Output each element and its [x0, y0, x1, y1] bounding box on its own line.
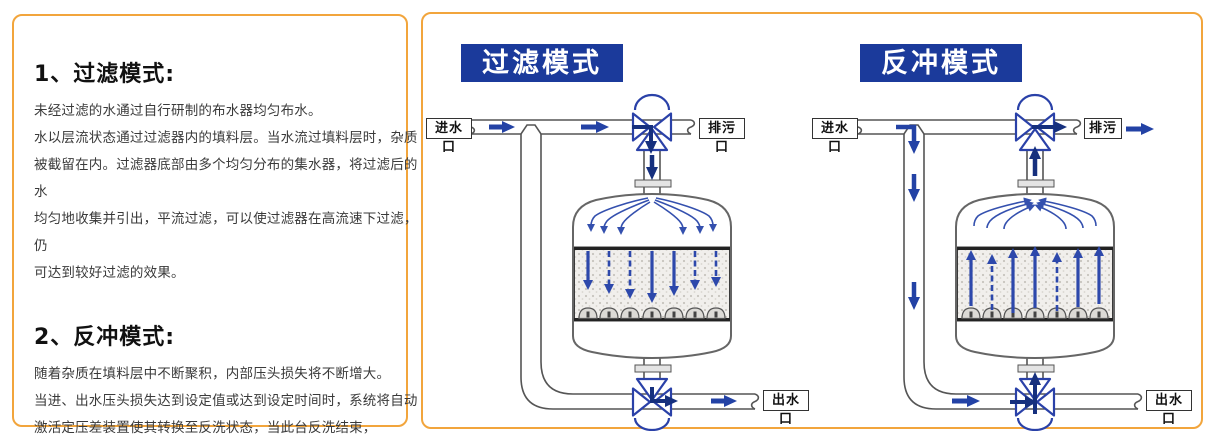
- outlet-label: 出水口: [763, 390, 809, 427]
- three-way-valve-top-icon: [1014, 93, 1056, 152]
- backwash-mode-diagram: 反冲模式 进水口 排污 出水口: [806, 14, 1197, 431]
- inlet-label: 进水口: [812, 118, 858, 155]
- valve-flow-arrow-down: [632, 125, 657, 154]
- collection-streamlines: [973, 197, 1097, 230]
- valve-flow-arrow-right: [650, 387, 678, 407]
- filter-mode-title-banner: 过滤模式: [461, 44, 623, 82]
- pipe-network: [466, 119, 760, 410]
- media-flow-arrows-down: [583, 251, 721, 303]
- backwash-mode-description: 随着杂质在填料层中不断聚积，内部压头损失将不断增大。 当进、出水压头损失达到设定…: [34, 366, 418, 436]
- top-flange: [634, 179, 672, 188]
- filter-mode-heading: 1、过滤模式:: [34, 62, 176, 87]
- backwash-mode-heading: 2、反冲模式:: [34, 325, 176, 350]
- diagram-panel: 过滤模式 进水口 排污口 出水口: [421, 12, 1203, 431]
- filter-mode-diagram: 过滤模式 进水口 排污口 出水口: [423, 14, 814, 431]
- inlet-label: 进水口: [426, 118, 472, 155]
- backwash-mode-title-banner: 反冲模式: [860, 44, 1022, 82]
- media-flow-arrows-up: [966, 246, 1104, 313]
- filter-mode-drawing: [466, 93, 760, 431]
- outlet-label: 出水口: [1146, 390, 1192, 427]
- backwash-flow-arrows: [896, 123, 1154, 407]
- collector-nozzles: [578, 307, 726, 320]
- three-way-valve-bottom-icon: [631, 377, 673, 431]
- pipe-network: [853, 119, 1143, 410]
- distribution-streamlines: [587, 197, 717, 235]
- inlet-flow-arrows: [489, 121, 737, 407]
- filter-mode-description: 未经过滤的水通过自行研制的布水器均匀布水。 水以层流状态通过过滤器内的填料层。当…: [34, 103, 418, 281]
- bottom-flange: [634, 364, 672, 373]
- bottom-flange: [1017, 364, 1055, 373]
- description-panel: 1、过滤模式: 未经过滤的水通过自行研制的布水器均匀布水。 水以层流状态通过过滤…: [12, 14, 417, 436]
- drain-label: 排污: [1084, 118, 1122, 139]
- backwash-mode-drawing: [853, 93, 1154, 431]
- drain-label: 排污口: [699, 118, 745, 155]
- top-flange: [1017, 179, 1055, 188]
